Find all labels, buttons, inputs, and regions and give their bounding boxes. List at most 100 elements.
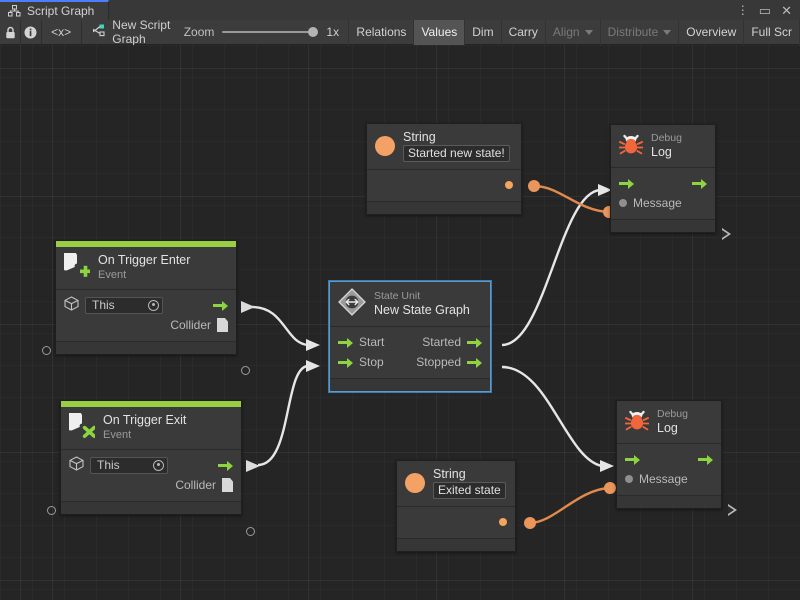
event-remove-icon — [60, 408, 96, 442]
node-title: Log — [651, 145, 672, 159]
zoom-label: Zoom — [183, 25, 215, 39]
node-footer — [56, 341, 236, 354]
object-picker-icon[interactable] — [153, 459, 164, 471]
node-debug-log-bottom[interactable]: Debug Log Message — [616, 400, 722, 509]
graph-icon — [8, 5, 21, 17]
node-footer — [617, 495, 721, 508]
toolbar-button-carry[interactable]: Carry — [502, 19, 546, 45]
node-subtitle: Event — [103, 429, 132, 441]
graph-name-field[interactable]: New Script Graph — [81, 18, 183, 46]
output-port-collider-enter[interactable] — [241, 366, 250, 375]
input-port-start[interactable] — [338, 337, 353, 348]
node-subtitle: Debug — [657, 408, 688, 420]
gameobject-icon — [69, 456, 84, 474]
node-header: Debug Log — [617, 401, 721, 443]
node-subtitle: State Unit — [374, 290, 421, 302]
node-string-top[interactable]: String Started new state! — [366, 123, 522, 215]
script-graph-icon — [91, 24, 105, 40]
output-port-flow-trigger[interactable] — [218, 460, 233, 471]
input-port-flow-enter[interactable] — [625, 454, 640, 465]
port-label-collider: Collider — [170, 318, 211, 332]
node-body — [367, 169, 521, 201]
lock-icon[interactable] — [0, 20, 20, 45]
port-label-message: Message — [633, 196, 682, 210]
tab-script-graph[interactable]: Script Graph — [0, 0, 110, 20]
collider-value-icon[interactable] — [222, 478, 233, 492]
node-state-unit[interactable]: State Unit New State Graph Start Started — [329, 281, 491, 392]
target-object-field[interactable]: This — [85, 296, 163, 314]
zoom-value: 1x — [326, 25, 340, 39]
node-on-trigger-enter[interactable]: On Trigger Enter Event This — [55, 240, 237, 355]
output-port-flow-exit[interactable] — [698, 454, 713, 465]
zoom-control: Zoom 1x — [184, 20, 349, 45]
node-footer — [611, 219, 715, 232]
input-port-message[interactable] — [625, 475, 633, 483]
collider-value-icon[interactable] — [217, 318, 228, 332]
toolbar-button-relations[interactable]: Relations — [348, 19, 415, 45]
port-label-start: Start — [359, 335, 385, 349]
node-title: New State Graph — [374, 303, 470, 317]
toolbar-button-dim[interactable]: Dim — [465, 19, 502, 45]
output-port-flow-exit[interactable] — [692, 178, 707, 189]
close-icon[interactable]: ✕ — [781, 2, 792, 18]
input-port-unconnected-exit[interactable] — [47, 506, 56, 515]
input-port-flow-enter[interactable] — [619, 178, 634, 189]
node-message-row: Message — [619, 193, 707, 213]
input-port-message[interactable] — [619, 199, 627, 207]
target-object-field[interactable]: This — [90, 456, 168, 474]
node-header: On Trigger Exit Event — [60, 407, 241, 449]
window-title-bar: Script Graph ⋮ ▭ ✕ — [0, 0, 800, 20]
toolbar-button-values[interactable]: Values — [414, 19, 466, 45]
bug-icon — [618, 133, 644, 158]
tab-label: Script Graph — [27, 4, 95, 18]
zoom-slider-track — [222, 31, 319, 33]
node-target-row: This — [64, 295, 228, 315]
input-port-stop[interactable] — [338, 357, 353, 368]
output-flow-arrow-top[interactable] — [722, 228, 731, 240]
string-value-input[interactable]: Started new state! — [403, 145, 510, 162]
toolbar-button-overview[interactable]: Overview — [679, 19, 745, 45]
output-port-started[interactable] — [467, 337, 482, 348]
output-port-flow-trigger[interactable] — [213, 300, 228, 311]
node-message-row: Message — [625, 469, 713, 489]
input-port-unconnected-enter[interactable] — [42, 346, 51, 355]
output-flow-arrow-bottom[interactable] — [728, 504, 737, 516]
code-icon[interactable]: <x> — [51, 25, 72, 39]
graph-toolbar: <x> New Script Graph Zoom 1x Relations — [0, 18, 800, 46]
node-on-trigger-exit[interactable]: On Trigger Exit Event This — [60, 400, 242, 515]
string-value-input[interactable]: Exited state — [433, 482, 506, 499]
zoom-slider[interactable] — [222, 26, 319, 38]
state-unit-icon — [338, 288, 366, 319]
node-header: Debug Log — [611, 125, 715, 167]
toolbar-button-distribute[interactable]: Distribute — [601, 19, 680, 45]
connection-wires — [241, 180, 616, 529]
node-string-bottom[interactable]: String Exited state — [396, 460, 516, 552]
node-title: On Trigger Exit — [103, 413, 187, 427]
output-port-value[interactable] — [499, 518, 507, 526]
node-port-row — [375, 175, 513, 195]
toolbar-button-fullscreen[interactable]: Full Scr — [744, 19, 800, 45]
toolbar-divider — [41, 19, 42, 45]
node-collider-row: Collider — [69, 475, 233, 495]
node-stop-row: Stop Stopped — [338, 352, 482, 372]
node-flow-row — [625, 449, 713, 469]
window-menu-button[interactable]: ⋮ — [736, 2, 749, 17]
bug-icon — [624, 409, 650, 434]
target-object-value: This — [97, 458, 120, 472]
output-port-stopped[interactable] — [467, 357, 482, 368]
output-port-collider-exit[interactable] — [246, 527, 255, 536]
object-picker-icon[interactable] — [148, 299, 159, 311]
port-label-collider: Collider — [175, 478, 216, 492]
zoom-slider-handle[interactable] — [308, 27, 319, 37]
node-subtitle: Event — [98, 269, 127, 281]
string-value-icon — [375, 136, 395, 156]
graph-name-label: New Script Graph — [112, 18, 171, 46]
output-port-value[interactable] — [505, 181, 513, 189]
maximize-icon[interactable]: ▭ — [758, 2, 772, 18]
info-icon[interactable] — [21, 20, 41, 45]
toolbar-button-align[interactable]: Align — [546, 19, 601, 45]
node-debug-log-top[interactable]: Debug Log Message — [610, 124, 716, 233]
node-port-row — [405, 512, 507, 532]
toolbar-button-distribute-label: Distribute — [607, 25, 659, 39]
graph-canvas[interactable]: String Started new state! — [0, 45, 800, 600]
